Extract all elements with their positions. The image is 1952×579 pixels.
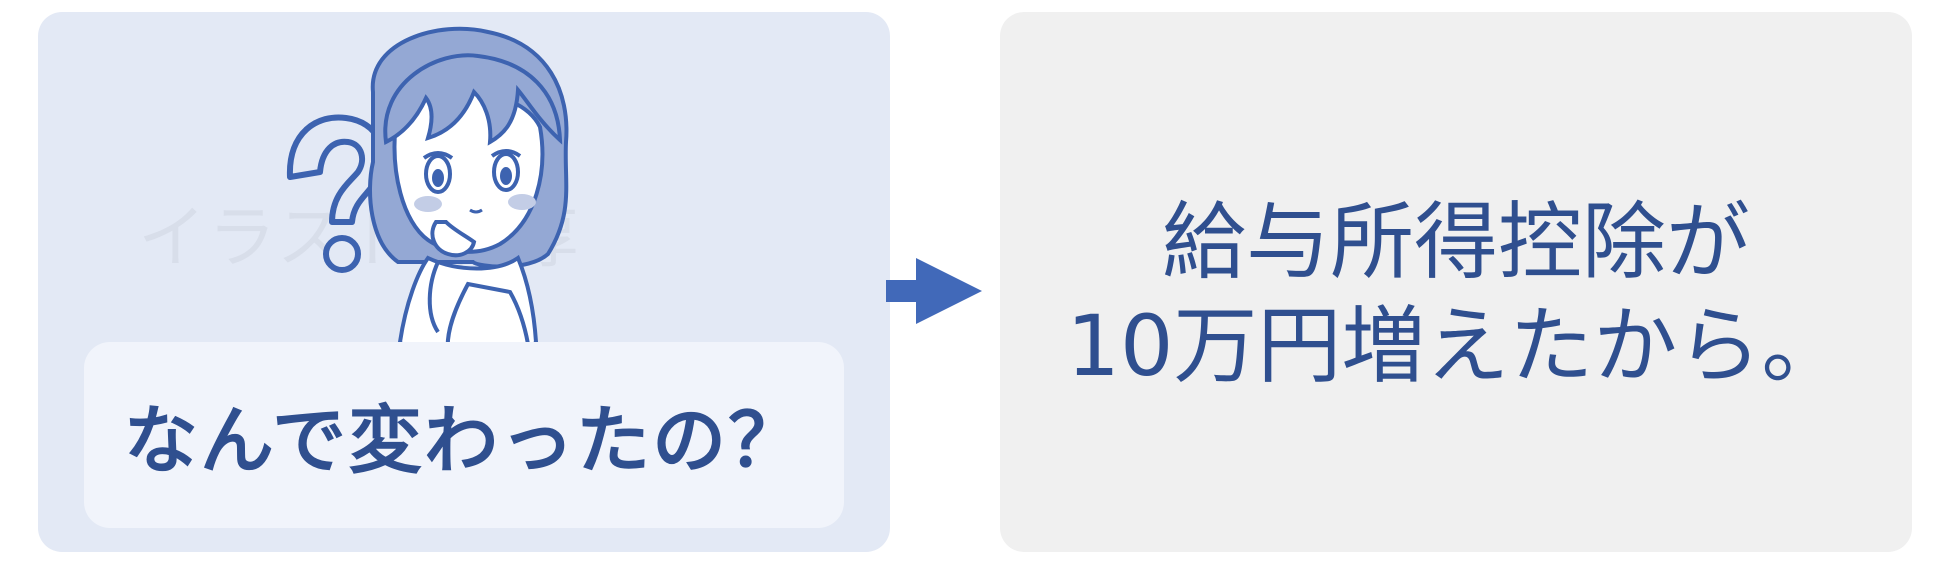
question-mark-icon [286,114,386,273]
answer-line-2: 10万円増えたから。 [1066,297,1846,395]
question-card: イラスト 名淳 なんで変わ [38,12,890,552]
thinking-girl-illustration [286,26,569,363]
arrow-right-icon [886,258,982,324]
answer-text: 給与所得控除が 10万円増えたから。 [1000,190,1912,398]
question-text: なんで変わったの？ [123,398,805,484]
answer-line-1: 給与所得控除が [1161,193,1750,291]
answer-card: 給与所得控除が 10万円増えたから。 [1000,12,1912,552]
question-box: なんで変わったの？ [84,342,844,528]
